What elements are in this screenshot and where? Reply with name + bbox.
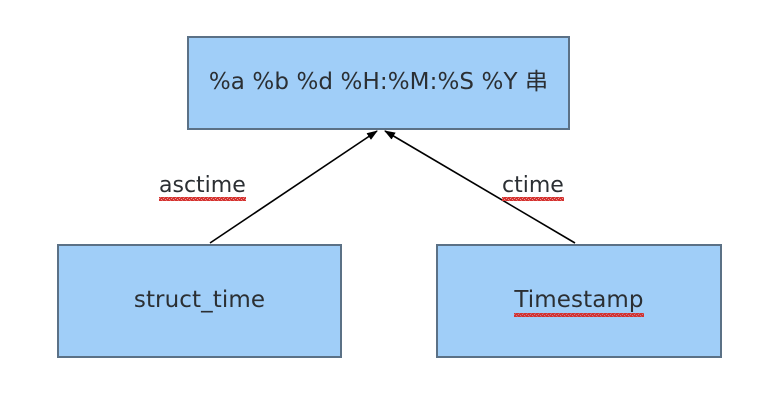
node-format-string-label: %a %b %d %H:%M:%S %Y 串 <box>208 69 549 96</box>
edge-label-ctime-text: ctime <box>502 173 564 201</box>
node-timestamp-label: Timestamp <box>514 287 644 317</box>
edge-line-ctime <box>384 130 576 244</box>
node-struct-time[interactable]: struct_time <box>57 244 342 358</box>
edge-label-asctime-text: asctime <box>159 173 246 201</box>
edge-line-asctime <box>209 130 378 244</box>
node-format-string[interactable]: %a %b %d %H:%M:%S %Y 串 <box>187 36 570 130</box>
edge-label-asctime: asctime <box>159 173 246 201</box>
node-timestamp[interactable]: Timestamp <box>436 244 722 358</box>
node-struct-time-label: struct_time <box>133 287 266 314</box>
edge-label-ctime: ctime <box>502 173 564 201</box>
